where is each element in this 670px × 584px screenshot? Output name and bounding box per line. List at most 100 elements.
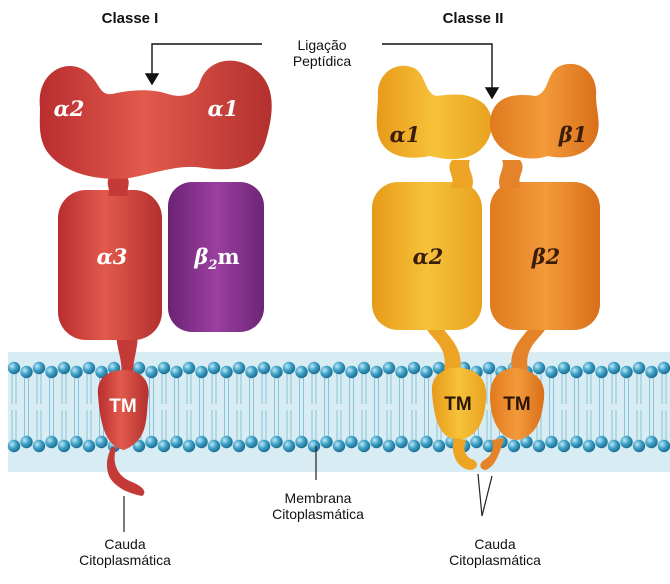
- lipid-head: [345, 366, 357, 378]
- lipid-head: [20, 366, 32, 378]
- lipid-head: [258, 440, 270, 452]
- lipid-head: [420, 366, 432, 378]
- lipid-head: [158, 440, 170, 452]
- class-ii-alpha2-label: α2: [400, 244, 456, 269]
- lipid-head: [633, 440, 645, 452]
- lipid-head: [620, 436, 632, 448]
- tail-label-class-i: Cauda Citoplasmática: [40, 536, 210, 568]
- lipid-head: [395, 436, 407, 448]
- lipid-head: [270, 436, 282, 448]
- lipid-head: [220, 366, 232, 378]
- class-i-beta2m-label: β2m: [178, 244, 256, 273]
- lipid-head: [595, 366, 607, 378]
- peptide-link-line2: Peptídica: [262, 53, 382, 69]
- class-i-title: Classe I: [85, 10, 175, 27]
- lipid-head: [233, 362, 245, 374]
- lipid-head: [370, 366, 382, 378]
- class-ii-beta2-label: β2: [518, 244, 574, 269]
- lipid-head: [70, 366, 82, 378]
- lipid-head: [333, 362, 345, 374]
- lipid-head: [558, 440, 570, 452]
- lipid-head: [245, 366, 257, 378]
- lipid-head: [333, 440, 345, 452]
- lipid-head: [220, 436, 232, 448]
- lipid-head: [620, 366, 632, 378]
- class-ii-tm-beta-label: TM: [490, 394, 544, 416]
- lipid-head: [208, 362, 220, 374]
- lipid-head: [70, 436, 82, 448]
- lipid-head: [158, 362, 170, 374]
- lipid-head: [233, 440, 245, 452]
- lipid-head: [633, 362, 645, 374]
- lipid-head: [395, 366, 407, 378]
- lipid-head: [308, 362, 320, 374]
- lipid-head: [533, 440, 545, 452]
- class-i-tm-label: TM: [98, 396, 148, 418]
- lipid-head: [545, 366, 557, 378]
- lipid-head: [570, 436, 582, 448]
- lipid-head: [45, 366, 57, 378]
- lipid-head: [245, 436, 257, 448]
- class-i-alpha2-label: α2: [44, 96, 94, 121]
- lipid-head: [420, 436, 432, 448]
- lipid-head: [145, 436, 157, 448]
- lipid-head: [345, 436, 357, 448]
- beta2m-m: m: [217, 244, 239, 269]
- membrane-label-line2: Citoplasmática: [238, 506, 398, 522]
- tail-ii-line1: Cauda: [410, 536, 580, 552]
- lipid-head: [295, 436, 307, 448]
- membrane-label: Membrana Citoplasmática: [238, 490, 398, 522]
- lipid-head: [320, 366, 332, 378]
- lipid-head: [645, 366, 657, 378]
- class-i-alpha1-label: α1: [198, 96, 248, 121]
- tail-label-class-ii: Cauda Citoplasmática: [410, 536, 580, 568]
- tail-i-line2: Citoplasmática: [40, 552, 210, 568]
- lipid-head: [45, 436, 57, 448]
- lipid-head: [183, 440, 195, 452]
- lipid-head: [283, 362, 295, 374]
- lipid-head: [608, 362, 620, 374]
- class-ii-alpha1-label: α1: [380, 122, 430, 147]
- lipid-head: [20, 436, 32, 448]
- lipid-head: [83, 362, 95, 374]
- peptide-link-label: Ligação Peptídica: [262, 37, 382, 69]
- lipid-head: [383, 440, 395, 452]
- class-i-alpha3-label: α3: [84, 244, 140, 269]
- lipid-head: [195, 366, 207, 378]
- lipid-head: [33, 362, 45, 374]
- lipid-head: [508, 440, 520, 452]
- lipid-head: [533, 362, 545, 374]
- membrane-label-line1: Membrana: [238, 490, 398, 506]
- lipid-head: [645, 436, 657, 448]
- lipid-head: [258, 362, 270, 374]
- lipid-head: [408, 440, 420, 452]
- class-ii-title: Classe II: [428, 10, 518, 27]
- lipid-head: [58, 440, 70, 452]
- lipid-head: [370, 436, 382, 448]
- lipid-head: [145, 366, 157, 378]
- lipid-head: [358, 440, 370, 452]
- lipid-head: [320, 436, 332, 448]
- tail-i-line1: Cauda: [40, 536, 210, 552]
- lipid-head: [170, 366, 182, 378]
- lipid-head: [658, 440, 670, 452]
- tail-ii-pointer: [478, 474, 492, 516]
- lipid-head: [558, 362, 570, 374]
- lipid-head: [295, 366, 307, 378]
- lipid-head: [95, 436, 107, 448]
- lipid-head: [208, 440, 220, 452]
- tail-ii-line2: Citoplasmática: [410, 552, 580, 568]
- lipid-head: [583, 440, 595, 452]
- lipid-head: [183, 362, 195, 374]
- lipid-head: [570, 366, 582, 378]
- lipid-head: [658, 362, 670, 374]
- lipid-head: [170, 436, 182, 448]
- lipid-head: [383, 362, 395, 374]
- lipid-head: [270, 366, 282, 378]
- lipid-head: [33, 440, 45, 452]
- lipid-head: [58, 362, 70, 374]
- peptide-link-line1: Ligação: [262, 37, 382, 53]
- lipid-head: [308, 440, 320, 452]
- lipid-head: [8, 440, 20, 452]
